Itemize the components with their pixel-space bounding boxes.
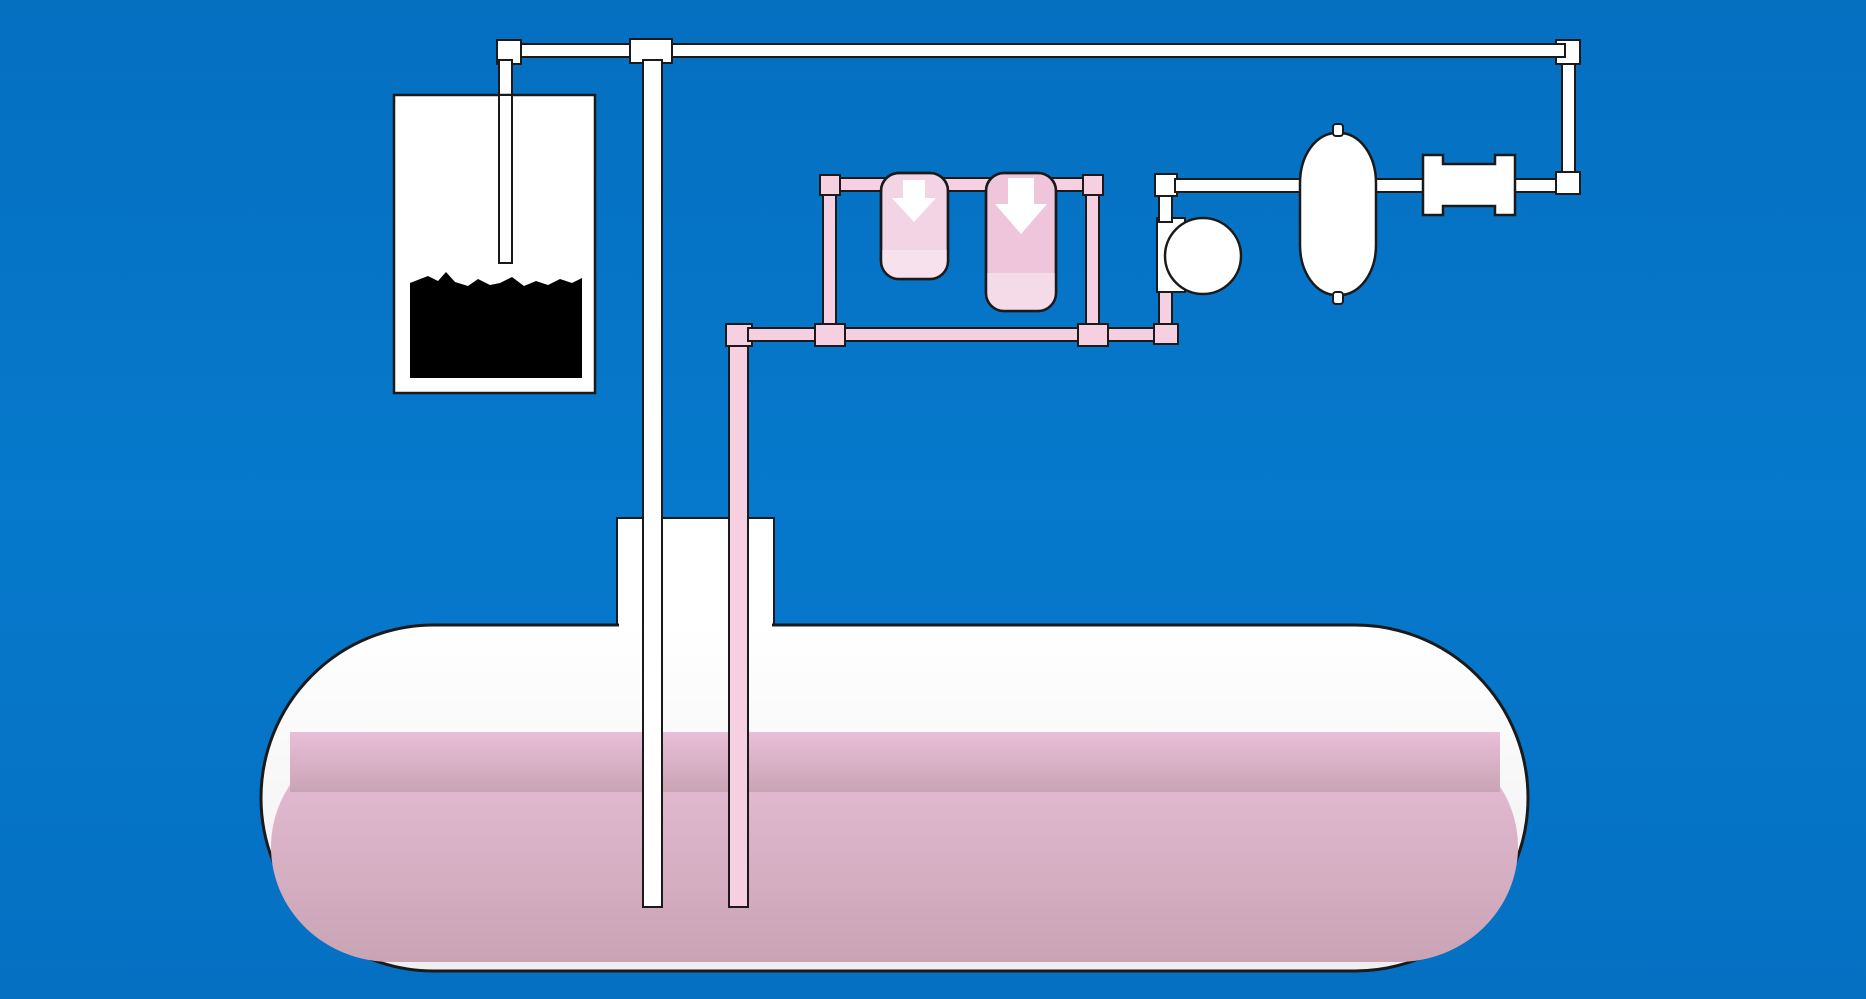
valve (1421, 153, 1517, 217)
manifold-left-riser (822, 179, 837, 331)
discharge-line (496, 38, 1581, 908)
vessel-bottom-nipple (1332, 291, 1344, 305)
tank-riser-join (619, 620, 772, 630)
manifold-corner-left (819, 174, 841, 196)
return-elbow-bottom (1555, 171, 1581, 195)
pump-motor (1163, 216, 1243, 296)
sludge-drop-pipe-inner (498, 94, 513, 264)
pump (1156, 216, 1243, 296)
return-riser (1561, 47, 1576, 193)
manifold-right-riser (1085, 179, 1100, 331)
manifold-top (822, 177, 1100, 192)
manifold-tee-left (814, 323, 846, 347)
tank-liquid-top (290, 732, 1500, 792)
filter-2 (984, 171, 1058, 313)
pump-inlet-elbow (1153, 323, 1179, 345)
vessel-top-nipple (1332, 123, 1344, 137)
filter-1 (879, 171, 950, 281)
filter-housing (879, 171, 1058, 313)
manifold-tee-right (1077, 323, 1109, 347)
sludge (410, 272, 582, 378)
suction-line (725, 174, 1179, 908)
return-pipe-vertical (642, 59, 663, 908)
pipe-to-vessel (1174, 178, 1301, 193)
sludge-collection-tank (392, 93, 597, 395)
pump-outlet-elbow (1154, 173, 1178, 197)
suction-pipe-vertical (728, 326, 749, 908)
pipe-to-valve (1374, 178, 1426, 193)
down-arrow-icon (892, 180, 936, 222)
manifold-corner-right (1082, 174, 1104, 196)
pressure-vessel (1298, 123, 1378, 305)
down-arrow-icon (995, 178, 1047, 234)
